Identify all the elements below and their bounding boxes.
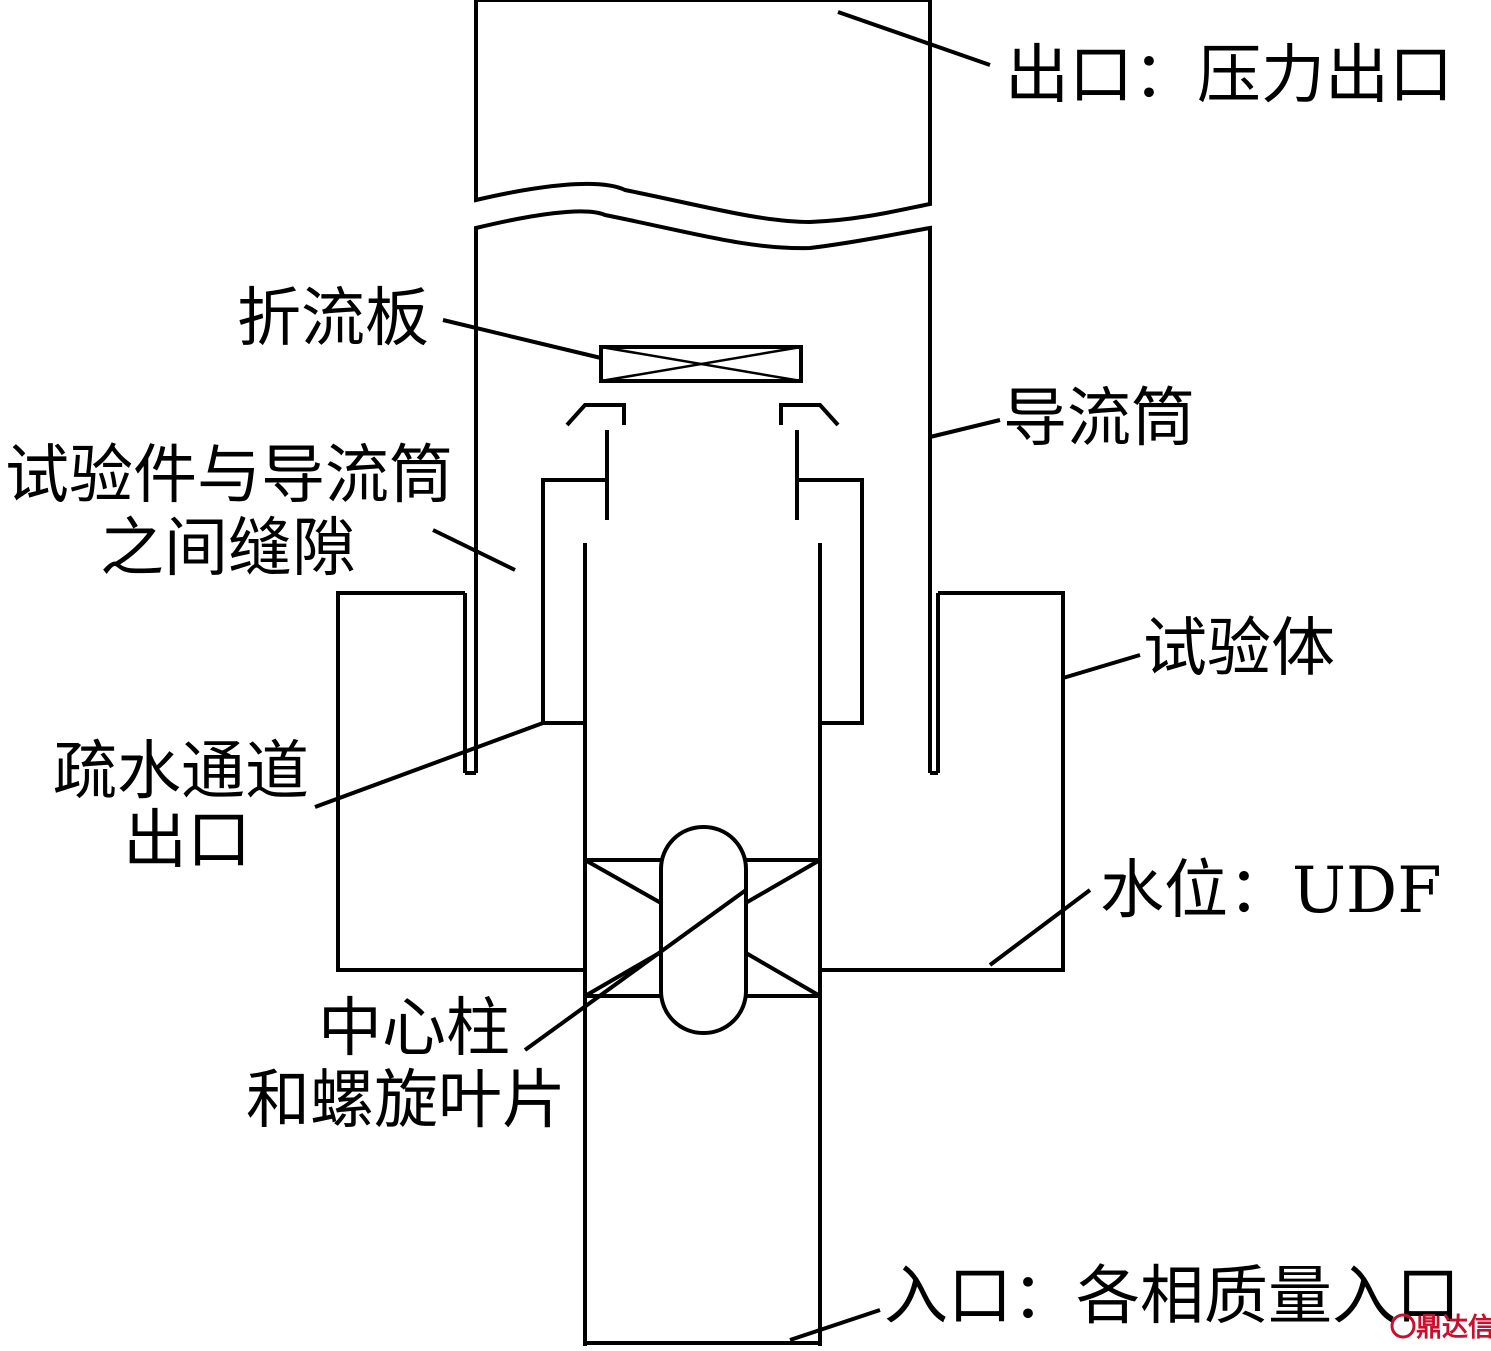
water-level-label: 水位：UDF — [1100, 854, 1442, 928]
test-body-label: 试验体 — [1143, 612, 1335, 686]
water-level-leader — [988, 888, 1092, 967]
watermark-icon — [1390, 1313, 1416, 1339]
outlet-leader — [837, 10, 991, 67]
gap-label-line2: 之间缝隙 — [100, 512, 356, 586]
guide-tube — [463, 209, 940, 775]
baffle-label: 折流板 — [237, 282, 429, 356]
baffle-plate — [599, 345, 803, 383]
inlet-label: 入口：各相质量入口 — [884, 1260, 1460, 1334]
drain-label-line2: 出口 — [123, 804, 251, 878]
inlet-leader — [789, 1308, 881, 1342]
baffle-leader — [442, 318, 602, 360]
watermark-text: 鼎达信 — [1416, 1313, 1491, 1343]
guide-tube-leader — [929, 418, 1001, 439]
test-piece-walls — [541, 430, 864, 725]
gap-label-line1: 试验件与导流筒 — [5, 439, 453, 513]
swirler-label-line2: 和螺旋叶片 — [246, 1064, 566, 1138]
swirler-leader — [523, 888, 748, 1052]
gap-leader — [432, 528, 516, 572]
outlet-section — [474, 0, 932, 225]
outlet-label: 出口：压力出口 — [1005, 39, 1453, 113]
swirler-label-line1: 中心柱 — [318, 992, 510, 1066]
center-column — [659, 825, 748, 1035]
test-body — [336, 591, 1065, 972]
leader-lines — [314, 10, 1141, 1342]
guide-tube-label: 导流筒 — [1003, 382, 1195, 456]
watermark-logo: 鼎达信 — [1390, 1313, 1491, 1343]
test-body-leader — [1062, 653, 1141, 680]
drain-leader — [314, 721, 544, 809]
swirler-assembly — [583, 825, 822, 1035]
labels: 出口：压力出口 折流板 导流筒 试验件与导流筒 之间缝隙 试验体 疏水通道 出口… — [5, 39, 1460, 1334]
drain-label-line1: 疏水通道 — [53, 735, 309, 809]
drain-channel-hooks — [565, 403, 840, 427]
